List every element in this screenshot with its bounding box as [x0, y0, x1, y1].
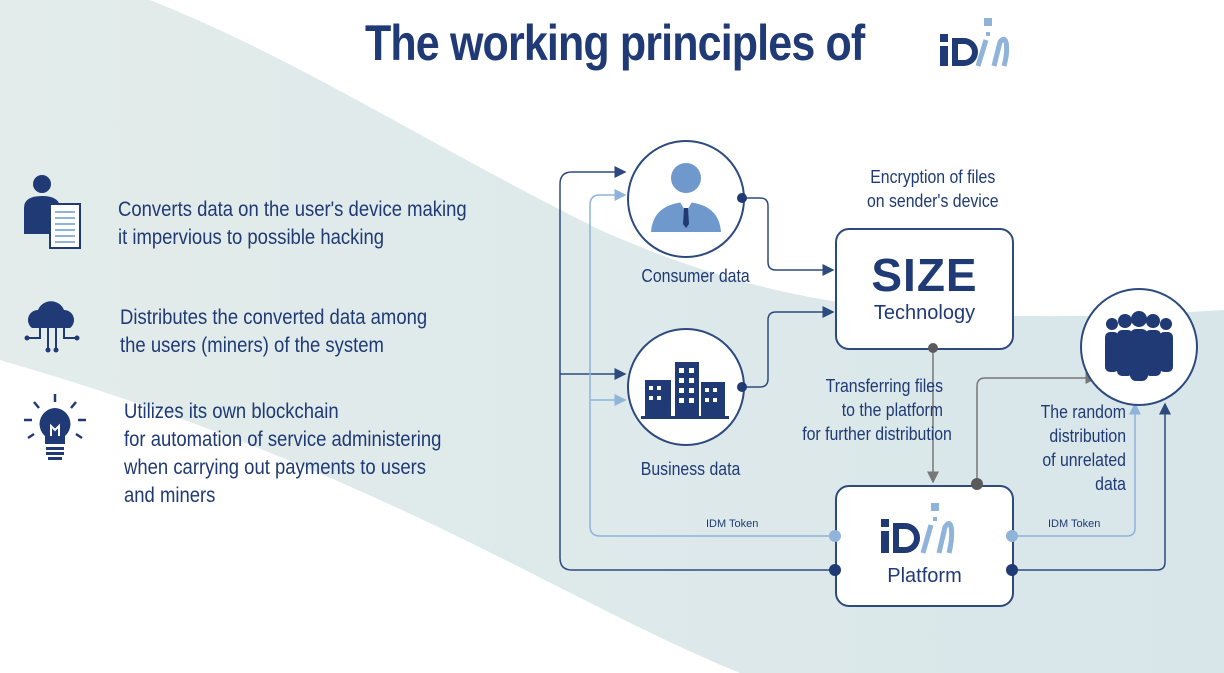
user-document-icon — [24, 175, 81, 249]
lightbulb-icon — [24, 394, 86, 460]
size-subtitle: Technology — [873, 302, 976, 324]
idm-platform-box: Platform — [835, 485, 1014, 607]
idm-token-right-label: IDM Token — [1048, 518, 1101, 530]
idm-logo — [940, 18, 1010, 67]
size-title: SIZE — [871, 249, 978, 301]
business-data-node — [627, 328, 745, 446]
platform-subtitle: Platform — [887, 565, 962, 587]
crowd-icon — [1105, 311, 1173, 381]
feature-1-text: Converts data on the user's device makin… — [118, 198, 467, 249]
idm-token-left-label: IDM Token — [706, 518, 759, 530]
users-node — [1080, 288, 1198, 406]
page-title: The working principles of — [365, 15, 865, 71]
size-technology-box: SIZE Technology — [835, 228, 1014, 350]
businessman-icon — [651, 163, 721, 232]
business-data-label: Business data — [640, 459, 741, 479]
idm-platform-logo — [881, 503, 955, 554]
consumer-data-node — [627, 140, 745, 258]
buildings-icon — [641, 362, 729, 419]
consumer-data-label: Consumer data — [641, 266, 750, 286]
cloud-network-icon — [24, 301, 80, 353]
